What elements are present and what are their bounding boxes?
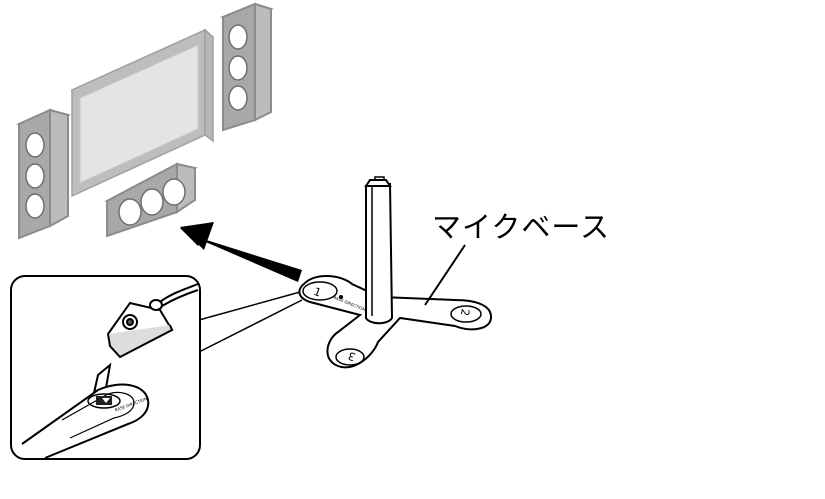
mic-base: [298, 176, 493, 369]
television: [70, 28, 215, 198]
mic-base-label: マイクベース: [432, 210, 610, 244]
direction-arrow: [180, 222, 302, 282]
right-speaker: [219, 2, 274, 132]
inset-detail: BASE DIRECTION: [10, 275, 303, 460]
microphone-unit: [106, 283, 199, 359]
center-speaker: [104, 162, 198, 238]
left-speaker: [16, 108, 71, 240]
base-number-3: 3: [346, 349, 357, 364]
base-number-2: 2: [458, 308, 472, 317]
base-number-1: 1: [312, 285, 323, 300]
base-arm-closeup: [21, 383, 150, 459]
callout-leader-line: [424, 244, 466, 306]
home-theater-setup: [16, 2, 274, 240]
